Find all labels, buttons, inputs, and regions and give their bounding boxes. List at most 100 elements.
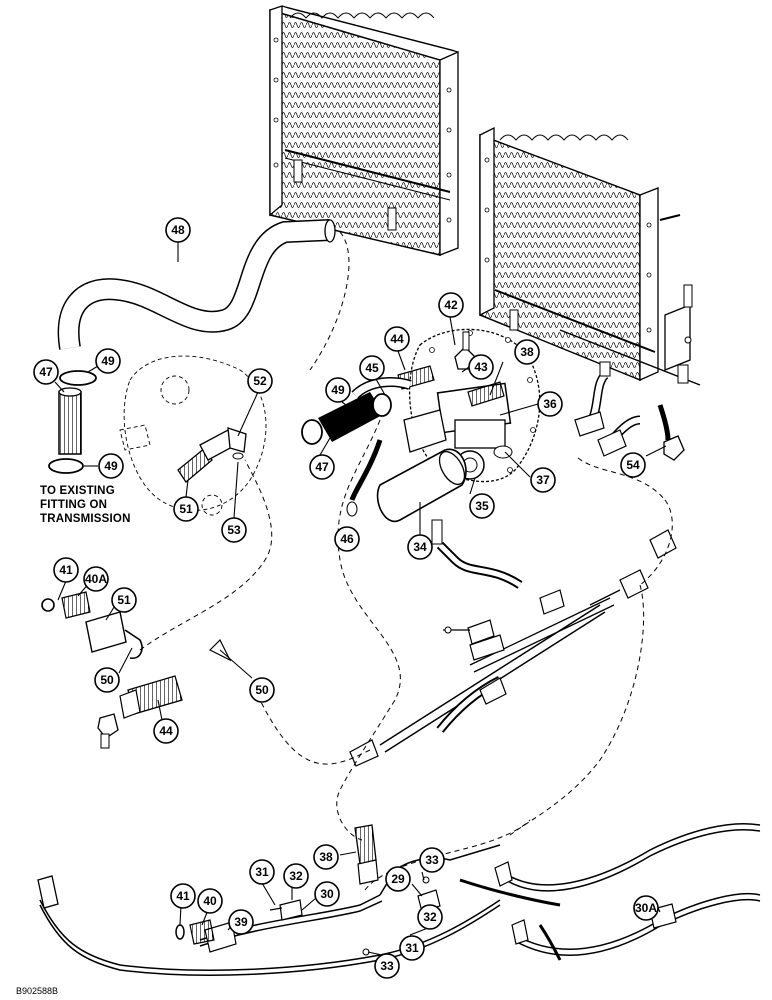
callout-45: 45 — [359, 355, 385, 381]
svg-text:45: 45 — [365, 361, 379, 375]
hose-48 — [57, 219, 350, 371]
callout-32: 32 — [417, 904, 443, 930]
callout-41: 41 — [53, 557, 79, 583]
transmission-outline — [119, 355, 267, 516]
callout-50: 50 — [94, 667, 120, 693]
svg-text:30: 30 — [320, 887, 334, 901]
svg-text:36: 36 — [543, 397, 557, 411]
svg-text:40A: 40A — [85, 572, 107, 586]
callout-31: 31 — [399, 935, 425, 961]
svg-text:33: 33 — [425, 853, 439, 867]
callout-43: 43 — [468, 354, 494, 380]
callout-44: 44 — [384, 326, 410, 352]
svg-text:37: 37 — [536, 473, 550, 487]
svg-text:49: 49 — [101, 354, 115, 368]
callout-49: 49 — [98, 453, 124, 479]
callout-32: 32 — [283, 863, 309, 889]
svg-text:40: 40 — [203, 894, 217, 908]
svg-text:48: 48 — [171, 223, 185, 237]
svg-text:51: 51 — [117, 593, 131, 607]
callout-46: 46 — [334, 526, 360, 552]
svg-text:53: 53 — [227, 523, 241, 537]
svg-text:32: 32 — [289, 869, 303, 883]
transmission-fitting-note: TO EXISTING FITTING ON TRANSMISSION — [40, 484, 131, 526]
callout-38: 38 — [313, 844, 339, 870]
svg-text:47: 47 — [39, 365, 53, 379]
callout-30: 30 — [314, 881, 340, 907]
callout-35: 35 — [469, 493, 495, 519]
callout-37: 37 — [530, 467, 556, 493]
svg-text:47: 47 — [315, 460, 329, 474]
routing-dashes — [139, 419, 645, 891]
callout-48: 48 — [165, 217, 191, 243]
callout-33: 33 — [419, 847, 445, 873]
svg-text:31: 31 — [255, 865, 269, 879]
svg-text:44: 44 — [390, 332, 404, 346]
upper-oil-cooler — [269, 5, 459, 256]
callout-51: 51 — [173, 496, 199, 522]
svg-text:54: 54 — [626, 458, 640, 472]
callout-50: 50 — [249, 677, 275, 703]
callout-31: 31 — [249, 859, 275, 885]
svg-text:32: 32 — [423, 910, 437, 924]
callout-47: 47 — [33, 359, 59, 385]
svg-text:30A: 30A — [635, 901, 657, 915]
oil-filter — [376, 448, 467, 523]
right-fittings — [574, 361, 685, 599]
note-line-1: TO EXISTING — [40, 485, 115, 497]
callout-53: 53 — [221, 517, 247, 543]
lower-oil-cooler — [479, 126, 701, 386]
svg-text:49: 49 — [331, 383, 345, 397]
svg-text:52: 52 — [253, 374, 267, 388]
svg-text:34: 34 — [413, 540, 427, 554]
note-line-2: FITTING ON — [40, 499, 108, 511]
callout-39: 39 — [228, 909, 254, 935]
figure-code: B902588B — [16, 986, 59, 996]
left-sleeve-and-clamps — [48, 370, 97, 474]
callout-38: 38 — [514, 339, 540, 365]
hose-47 — [301, 377, 412, 517]
svg-text:49: 49 — [104, 459, 118, 473]
bottom-lines — [37, 822, 761, 976]
svg-text:50: 50 — [255, 683, 269, 697]
svg-text:38: 38 — [319, 850, 333, 864]
callout-51: 51 — [111, 587, 137, 613]
svg-text:42: 42 — [444, 298, 458, 312]
svg-text:43: 43 — [474, 360, 488, 374]
note-line-3: TRANSMISSION — [40, 513, 131, 525]
callout-40: 40 — [197, 888, 223, 914]
callout-42: 42 — [438, 292, 464, 318]
callout-41: 41 — [170, 883, 196, 909]
svg-text:41: 41 — [176, 889, 190, 903]
svg-text:44: 44 — [159, 724, 173, 738]
callout-29: 29 — [385, 866, 411, 892]
svg-text:31: 31 — [405, 941, 419, 955]
svg-text:29: 29 — [391, 872, 405, 886]
transmission-fittings — [177, 427, 247, 483]
callout-36: 36 — [537, 391, 563, 417]
callout-49: 49 — [95, 348, 121, 374]
callouts: 48 47 49 49 52 51 53 44 42 45 43 38 49 4… — [33, 217, 659, 979]
callout-49: 49 — [325, 377, 351, 403]
svg-text:38: 38 — [520, 345, 534, 359]
left-small-fittings — [41, 591, 232, 749]
svg-text:41: 41 — [59, 563, 73, 577]
callout-47: 47 — [309, 454, 335, 480]
lower-lines — [259, 519, 621, 767]
callout-30a: 30A — [633, 895, 659, 921]
callout-52: 52 — [247, 368, 273, 394]
callout-40a: 40A — [83, 566, 109, 592]
svg-text:51: 51 — [179, 502, 193, 516]
callout-33: 33 — [374, 953, 400, 979]
filter-head-assembly — [397, 328, 541, 483]
callout-44: 44 — [153, 718, 179, 744]
svg-text:46: 46 — [340, 532, 354, 546]
svg-text:39: 39 — [234, 915, 248, 929]
svg-text:50: 50 — [100, 673, 114, 687]
svg-text:33: 33 — [380, 959, 394, 973]
svg-text:35: 35 — [475, 499, 489, 513]
callout-34: 34 — [407, 534, 433, 560]
callout-54: 54 — [620, 452, 646, 478]
